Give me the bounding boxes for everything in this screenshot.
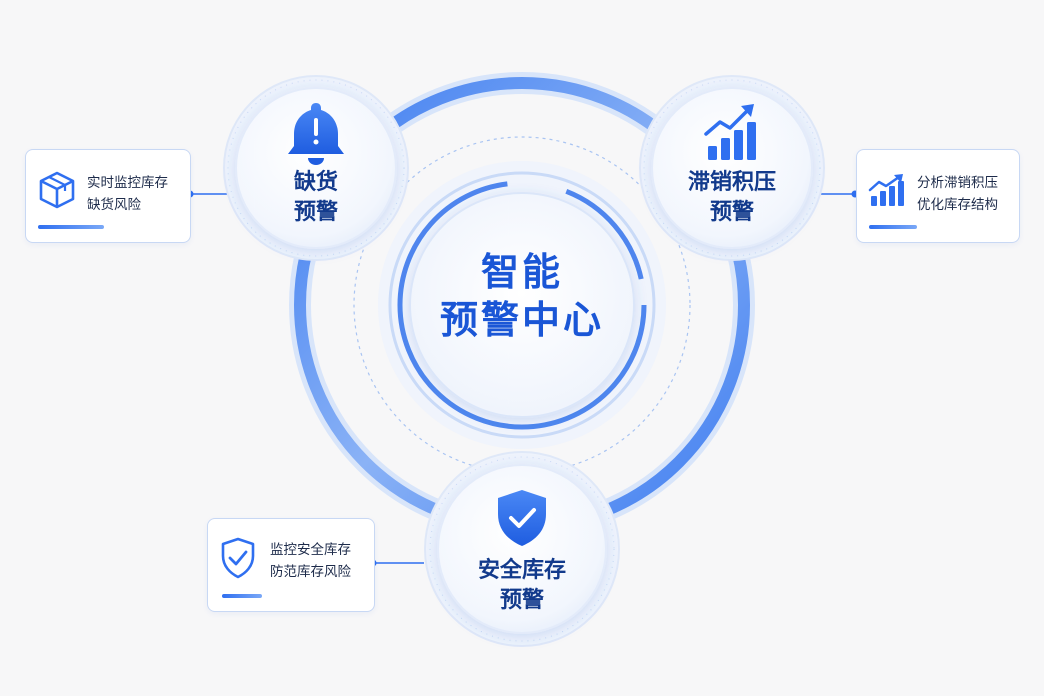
node-title-line1: 安全库存 bbox=[477, 558, 566, 583]
info-card-safety: 监控安全库存 防范库存风险 bbox=[207, 518, 375, 612]
node-title-line2: 预警 bbox=[499, 588, 544, 613]
center-title-line2: 预警中心 bbox=[439, 298, 604, 342]
node-safety bbox=[424, 451, 620, 647]
info-card-stockout: 实时监控库存 缺货风险 bbox=[25, 149, 191, 243]
bell-alert-icon bbox=[288, 103, 344, 165]
node-title-line1: 滞销积压 bbox=[687, 170, 776, 195]
connector-safety bbox=[369, 559, 424, 567]
dashed-orbit bbox=[353, 136, 691, 474]
center-title: 智能 预警中心 bbox=[372, 248, 672, 344]
node-title-overstock: 滞销积压 预警 bbox=[662, 168, 802, 228]
card-line2: 优化库存结构 bbox=[917, 197, 998, 213]
center-hub-ring-light bbox=[388, 171, 656, 439]
node-title-line1: 缺货 bbox=[293, 170, 338, 195]
package-box-icon bbox=[39, 171, 75, 209]
shield-check-icon bbox=[498, 490, 546, 546]
node-title-safety: 安全库存 预警 bbox=[452, 556, 592, 616]
center-hub-ring bbox=[397, 180, 647, 430]
node-stockout bbox=[223, 75, 409, 261]
node-title-line2: 预警 bbox=[293, 200, 338, 225]
card-accent-bar bbox=[869, 225, 917, 229]
node-overstock bbox=[639, 75, 825, 261]
card-line2: 缺货风险 bbox=[87, 197, 141, 213]
info-card-overstock: 分析滞销积压 优化库存结构 bbox=[856, 149, 1020, 243]
connector-overstock bbox=[820, 190, 859, 198]
center-title-line1: 智能 bbox=[480, 250, 563, 294]
trend-up-chart-icon bbox=[704, 104, 756, 160]
connector-stockout bbox=[186, 190, 232, 198]
card-line1: 分析滞销积压 bbox=[917, 175, 998, 191]
shield-check-icon bbox=[221, 537, 255, 579]
card-accent-bar bbox=[38, 225, 104, 229]
card-accent-bar bbox=[222, 594, 262, 598]
card-line1: 监控安全库存 bbox=[270, 542, 351, 558]
trend-up-chart-icon bbox=[868, 174, 904, 206]
node-title-line2: 预警 bbox=[709, 200, 754, 225]
card-line1: 实时监控库存 bbox=[87, 175, 168, 191]
center-hub-disc bbox=[409, 192, 635, 418]
node-title-stockout: 缺货 预警 bbox=[256, 168, 376, 228]
card-line2: 防范库存风险 bbox=[270, 564, 351, 580]
